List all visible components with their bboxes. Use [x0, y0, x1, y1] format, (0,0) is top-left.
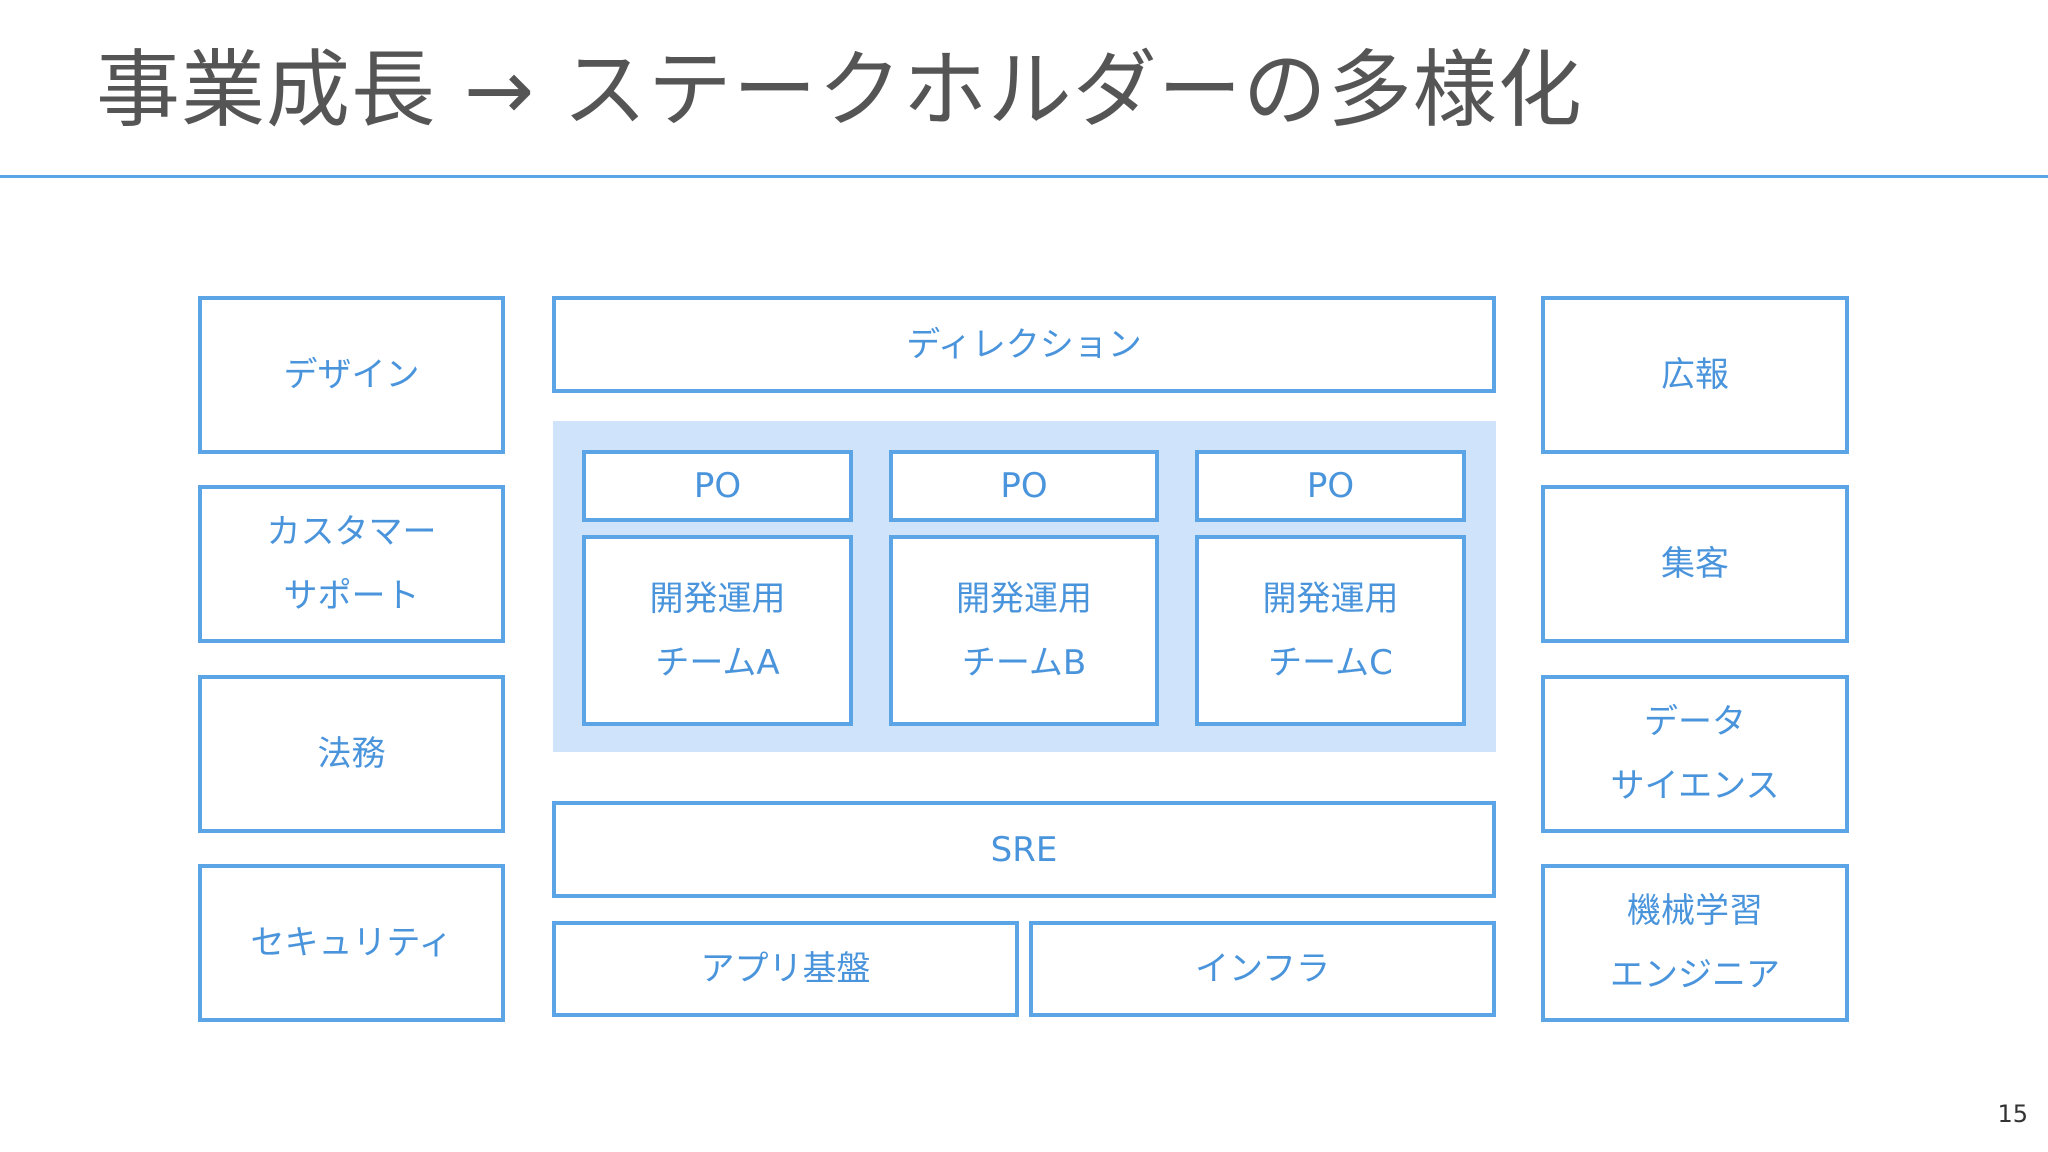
role-label-line1: カスタマー	[266, 512, 437, 552]
po-label: PO	[693, 466, 742, 506]
team-label-line2: チームB	[961, 642, 1087, 683]
team-label-line1: 開発運用	[649, 578, 786, 619]
role-box-ml-engineer: 機械学習 エンジニア	[1541, 864, 1849, 1022]
role-label: SRE	[990, 829, 1058, 870]
dev-team-box-a: 開発運用 チームA	[582, 535, 853, 726]
team-label-line1: 開発運用	[1262, 578, 1399, 619]
slide-title: 事業成長 → ステークホルダーの多様化	[96, 41, 1583, 139]
title-divider	[0, 175, 2048, 178]
role-label: 法務	[317, 734, 386, 774]
role-label: デザイン	[283, 355, 420, 395]
role-box-legal: 法務	[198, 675, 505, 833]
role-box-customer-support: カスタマー サポート	[198, 485, 505, 643]
role-label-line1: 機械学習	[1627, 891, 1763, 931]
role-label: セキュリティ	[250, 923, 453, 963]
role-label: アプリ基盤	[700, 949, 871, 989]
role-box-direction: ディレクション	[552, 296, 1496, 393]
role-box-data-science: データ サイエンス	[1541, 675, 1849, 833]
role-box-design: デザイン	[198, 296, 505, 454]
dev-team-box-c: 開発運用 チームC	[1195, 535, 1466, 726]
po-box-a: PO	[582, 450, 853, 522]
role-label: インフラ	[1195, 949, 1330, 989]
role-box-app-platform: アプリ基盤	[552, 921, 1019, 1017]
role-label-line2: サイエンス	[1610, 766, 1780, 806]
role-box-infra: インフラ	[1029, 921, 1496, 1017]
page-number: 15	[1997, 1100, 2028, 1128]
role-label-line2: サポート	[283, 576, 420, 616]
po-label: PO	[1306, 466, 1355, 506]
role-label: 広報	[1661, 355, 1729, 395]
po-box-b: PO	[889, 450, 1159, 522]
po-box-c: PO	[1195, 450, 1466, 522]
role-label-line1: データ	[1644, 702, 1746, 742]
role-box-sre: SRE	[552, 801, 1496, 898]
team-label-line1: 開発運用	[956, 578, 1092, 619]
role-label: 集客	[1661, 544, 1729, 584]
team-label-line2: チームC	[1268, 642, 1393, 683]
role-box-security: セキュリティ	[198, 864, 505, 1022]
role-box-pr: 広報	[1541, 296, 1849, 454]
role-label: ディレクション	[906, 324, 1142, 365]
dev-team-box-b: 開発運用 チームB	[889, 535, 1159, 726]
role-label-line2: エンジニア	[1610, 955, 1780, 995]
role-box-acquisition: 集客	[1541, 485, 1849, 643]
po-label: PO	[1000, 466, 1048, 506]
team-label-line2: チームA	[655, 642, 780, 683]
